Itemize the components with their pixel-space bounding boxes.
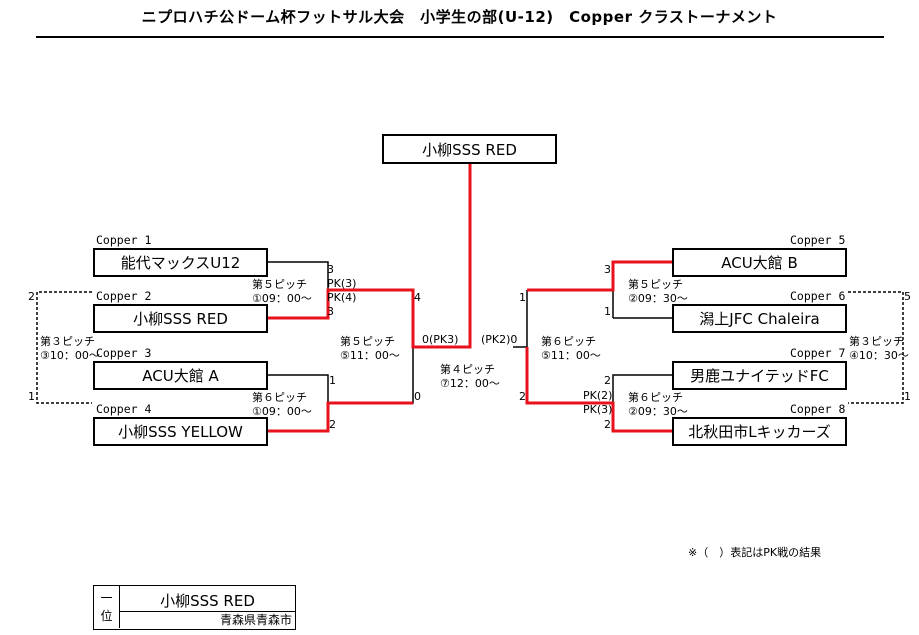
third-right-score-top: 5: [904, 290, 911, 303]
team-box-copper-5: ACU大館 B: [672, 248, 847, 277]
match-78-time: ②09：30～: [628, 405, 688, 418]
team-label-copper-1: Copper 1: [96, 233, 152, 247]
champion-box: 小柳SSS RED: [382, 134, 557, 164]
match-78-pk-top: PK(2): [583, 389, 613, 402]
match-78-pitch: 第６ピッチ: [628, 391, 683, 404]
team-box-copper-8: 北秋田市Lキッカーズ: [672, 417, 847, 446]
page-title: ニプロハチ公ドーム杯フットサル大会 小学生の部(U-12) Copper クラス…: [141, 8, 778, 26]
semi-right-pitch: 第６ピッチ: [541, 335, 596, 348]
match-78-score-bottom: 2: [604, 418, 611, 431]
match-56-score-top: 3: [604, 263, 611, 276]
final-left-score: 0(PK3): [422, 333, 459, 346]
third-left-pitch: 第３ピッチ: [40, 335, 95, 348]
team-label-copper-8: Copper 8: [790, 402, 846, 416]
final-time: ⑦12：00～: [440, 377, 500, 390]
semi-right-score-top: 1: [519, 291, 526, 304]
team-label-copper-3: Copper 3: [96, 346, 152, 360]
team-label-copper-7: Copper 7: [790, 346, 846, 360]
team-box-copper-1: 能代マックスU12: [93, 248, 268, 277]
result-divider: [120, 611, 295, 612]
team-label-copper-2: Copper 2: [96, 289, 152, 303]
match-78-pk-bottom: PK(3): [583, 403, 613, 416]
semi-left-time: ⑤11：00～: [340, 349, 400, 362]
semi-right-time: ⑤11：00～: [541, 349, 601, 362]
third-right-pitch: 第３ピッチ: [849, 335, 904, 348]
match-34-score-top: 1: [329, 374, 336, 387]
team-box-copper-2: 小柳SSS RED: [93, 304, 268, 333]
result-team-name: 小柳SSS RED: [160, 592, 255, 610]
match-12-pk-top: PK(3): [327, 277, 357, 290]
result-rank: 一 位: [94, 586, 120, 628]
title-underline: [36, 36, 884, 38]
third-left-time: ③10：00～: [40, 349, 100, 362]
semi-left-score-bottom: 0: [414, 390, 421, 403]
team-label-copper-6: Copper 6: [790, 289, 846, 303]
result-rank-top: 一: [100, 591, 113, 605]
final-pitch: 第４ピッチ: [440, 363, 495, 376]
pk-note: ※（ ）表記はPK戦の結果: [688, 546, 822, 559]
team-box-copper-7: 男鹿ユナイテッドFC: [672, 361, 847, 390]
match-56-pitch: 第５ピッチ: [628, 278, 683, 291]
third-left-score-bottom: 1: [28, 390, 35, 403]
result-team-city: 青森県青森市: [219, 613, 292, 627]
match-12-score-top: 3: [327, 263, 334, 276]
match-56-time: ②09：30～: [628, 292, 688, 305]
final-right-score: (PK2)0: [481, 333, 518, 346]
semi-left-pitch: 第５ピッチ: [340, 335, 395, 348]
match-12-score-bottom: 3: [327, 305, 334, 318]
match-34-score-bottom: 2: [329, 418, 336, 431]
match-12-pk-bottom: PK(4): [327, 291, 357, 304]
match-12-pitch: 第５ピッチ: [252, 278, 307, 291]
match-78-score-top: 2: [604, 374, 611, 387]
result-table: 一 位 小柳SSS RED 青森県青森市: [93, 585, 296, 630]
team-box-copper-3: ACU大館 A: [93, 361, 268, 390]
semi-right-score-bottom: 2: [519, 390, 526, 403]
result-rank-bottom: 位: [100, 609, 113, 623]
match-34-time: ①09：00～: [252, 405, 312, 418]
third-right-score-bottom: 1: [904, 390, 911, 403]
match-56-score-bottom: 1: [604, 305, 611, 318]
third-left-score-top: 2: [28, 290, 35, 303]
third-right-time: ④10：30～: [849, 349, 909, 362]
team-label-copper-5: Copper 5: [790, 233, 846, 247]
team-label-copper-4: Copper 4: [96, 402, 152, 416]
team-box-copper-6: 潟上JFC Chaleira: [672, 304, 847, 333]
team-box-copper-4: 小柳SSS YELLOW: [93, 417, 268, 446]
semi-left-score-top: 4: [414, 291, 421, 304]
match-12-time: ①09：00～: [252, 292, 312, 305]
match-34-pitch: 第６ピッチ: [252, 391, 307, 404]
